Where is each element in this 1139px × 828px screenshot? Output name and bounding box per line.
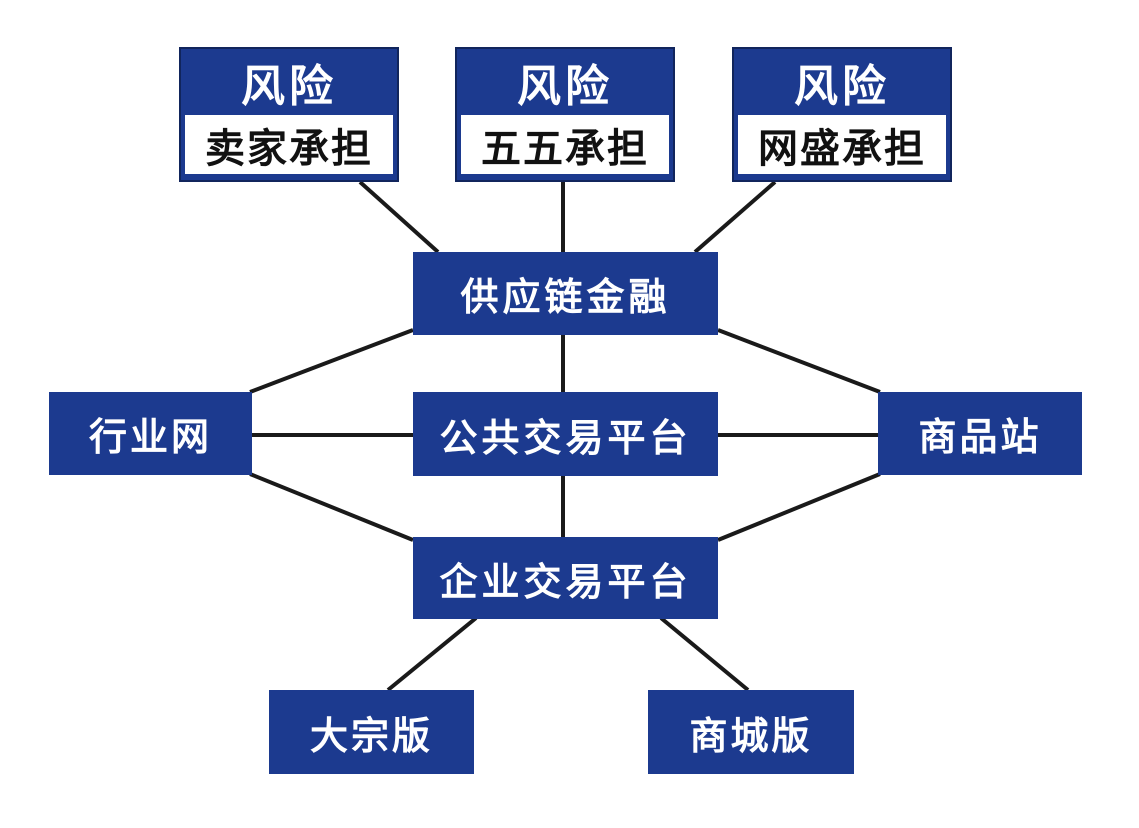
public-trading-platform-label: 公共交易平台 <box>439 415 692 460</box>
connector-finance-industry <box>249 328 414 394</box>
risk-box-shared: 风险 五五承担 <box>455 47 675 182</box>
connector-risk3-finance <box>693 180 777 254</box>
supply-chain-finance-node: 供应链金融 <box>413 252 718 335</box>
industry-net-label: 行业网 <box>88 415 212 459</box>
risk-title: 风险 <box>241 61 337 112</box>
supply-chain-finance-label: 供应链金融 <box>460 275 671 319</box>
connector-enterprise-mall <box>659 616 750 692</box>
connector-finance-commodity <box>717 328 881 394</box>
bulk-edition-label: 大宗版 <box>309 713 433 758</box>
risk-title: 风险 <box>517 61 613 112</box>
connector-commodity-enterprise <box>717 472 881 542</box>
industry-net-node: 行业网 <box>49 392 252 475</box>
mall-edition-node: 商城版 <box>648 690 854 774</box>
public-trading-platform-node: 公共交易平台 <box>413 392 718 476</box>
bulk-edition-node: 大宗版 <box>269 690 474 774</box>
commodity-site-node: 商品站 <box>878 392 1082 475</box>
commodity-site-label: 商品站 <box>918 415 1042 459</box>
risk-box-seller: 风险 卖家承担 <box>179 47 399 182</box>
connector-risk1-finance <box>358 180 440 254</box>
enterprise-trading-platform-label: 企业交易平台 <box>439 559 692 604</box>
risk-bearer-label: 网盛承担 <box>738 115 946 174</box>
risk-box-netsun: 风险 网盛承担 <box>732 47 952 182</box>
connector-industry-enterprise <box>249 472 414 542</box>
risk-title: 风险 <box>794 61 890 112</box>
risk-bearer-label: 五五承担 <box>461 115 669 174</box>
enterprise-trading-platform-node: 企业交易平台 <box>413 537 718 619</box>
risk-bearer-label: 卖家承担 <box>185 115 393 174</box>
connector-enterprise-bulk <box>386 616 478 692</box>
mall-edition-label: 商城版 <box>689 713 813 758</box>
